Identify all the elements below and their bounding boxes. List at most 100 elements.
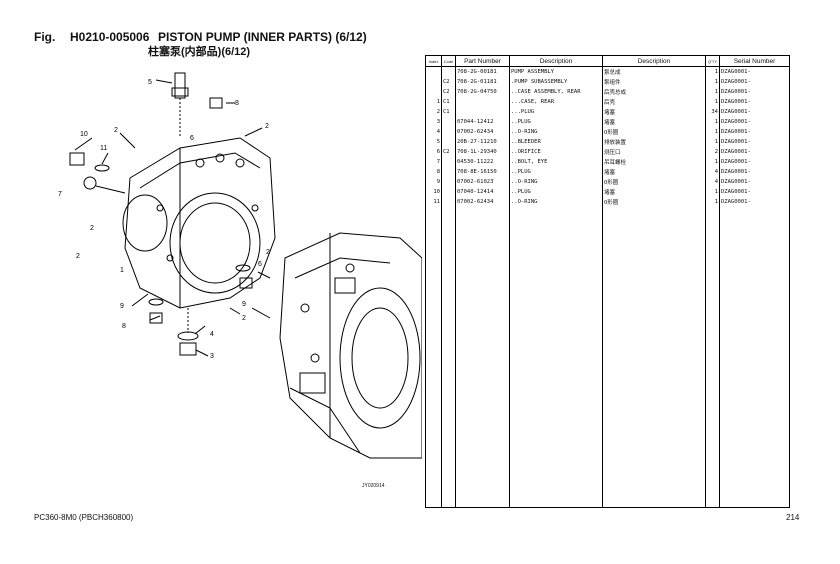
row-serial: DZAG0001-	[719, 77, 790, 87]
row-qty: 1	[705, 97, 720, 107]
row-qty: 1	[705, 157, 720, 167]
callout-2: 2	[114, 127, 118, 134]
col-code: Code	[441, 55, 456, 67]
row-part-number: 07002-62434	[455, 127, 510, 137]
row-qty: 4	[705, 167, 720, 177]
row-index: 4	[425, 127, 442, 137]
row-description: ...CASE, REAR	[509, 97, 603, 107]
row-part-number: 708-2G-04750	[455, 87, 510, 97]
callout-9: 9	[120, 303, 124, 310]
row-description-cn: 后壳总成	[602, 87, 706, 97]
row-part-number: 07044-12412	[455, 117, 510, 127]
col-part-number: Part Number	[455, 55, 510, 67]
callout-11: 11	[100, 145, 107, 152]
row-code	[441, 187, 456, 197]
col-description-cn: Description	[602, 55, 706, 67]
callout-1: 1	[120, 267, 124, 274]
row-qty: 1	[705, 66, 720, 77]
row-code: C1	[441, 107, 456, 117]
row-serial: DZAG0001-	[719, 127, 790, 137]
callout-7: 7	[58, 191, 62, 198]
row-description-cn: 测压口	[602, 147, 706, 157]
row-description-cn: 排放装置	[602, 137, 706, 147]
row-description: ..CASE ASSEMBLY, REAR	[509, 87, 603, 97]
row-index: 6	[425, 147, 442, 157]
row-qty: 1	[705, 87, 720, 97]
row-serial: DZAG0001-	[719, 97, 790, 107]
row-serial: DZAG0001-	[719, 117, 790, 127]
row-serial: DZAG0001-	[719, 177, 790, 187]
row-description: ..PLUG	[509, 117, 603, 127]
row-index: 7	[425, 157, 442, 167]
row-description-cn: 堵塞	[602, 117, 706, 127]
page-number: 214	[786, 513, 800, 522]
callout-8b: 8	[122, 323, 126, 330]
row-serial: DZAG0001-	[719, 187, 790, 197]
row-index	[425, 66, 442, 77]
row-qty: 4	[705, 177, 720, 187]
row-qty: 1	[705, 197, 720, 207]
row-index: 9	[425, 177, 442, 187]
row-description: ..ORIFICE	[509, 147, 603, 157]
row-index	[425, 87, 442, 97]
row-part-number	[455, 107, 510, 117]
callout-2c: 2	[90, 225, 94, 232]
row-serial: DZAG0001-	[719, 66, 790, 77]
row-qty: 1	[705, 77, 720, 87]
col-description: Description	[509, 55, 603, 67]
table-header-row: Index Code Part Number Description Descr…	[425, 55, 790, 67]
page-title: PISTON PUMP (INNER PARTS) (6/12)	[158, 30, 367, 44]
row-qty: 1	[705, 187, 720, 197]
row-code	[441, 117, 456, 127]
row-code	[441, 66, 456, 77]
row-code	[441, 167, 456, 177]
callout-2b: 2	[265, 123, 269, 130]
parts-table: Index Code Part Number Description Descr…	[425, 55, 790, 508]
col-qty: Q'TY	[705, 55, 720, 67]
row-description-cn: O形圈	[602, 177, 706, 187]
exploded-view-drawing: 5 8 2 2 10 11 7 2 2 1 2 9 9 8 2 4 3 6 6	[58, 72, 422, 459]
row-part-number: 708-2G-00181	[455, 66, 510, 77]
row-part-number: 07040-12414	[455, 187, 510, 197]
row-description-cn: 后壳	[602, 97, 706, 107]
row-index: 10	[425, 187, 442, 197]
row-serial: DZAG0001-	[719, 157, 790, 167]
row-qty: 34	[705, 107, 720, 117]
row-description-cn: O形圈	[602, 197, 706, 207]
row-part-number: 07002-61023	[455, 177, 510, 187]
row-code: C2	[441, 87, 456, 97]
row-description: ..O-RING	[509, 197, 603, 207]
callout-3: 3	[210, 353, 214, 360]
callout-4: 4	[210, 331, 214, 338]
callout-5: 5	[148, 79, 152, 86]
row-code	[441, 197, 456, 207]
row-code: C2	[441, 77, 456, 87]
row-qty: 1	[705, 117, 720, 127]
callout-8: 8	[235, 100, 239, 107]
row-code	[441, 137, 456, 147]
callout-9b: 9	[242, 301, 246, 308]
row-qty: 1	[705, 127, 720, 137]
row-code: C2	[441, 147, 456, 157]
row-serial: DZAG0001-	[719, 107, 790, 117]
row-part-number: 04530-11222	[455, 157, 510, 167]
row-part-number: 708-2G-01181	[455, 77, 510, 87]
row-description: ..PLUG	[509, 187, 603, 197]
table-filler-row	[425, 207, 790, 508]
row-description: ...PLUG	[509, 107, 603, 117]
row-code	[441, 157, 456, 167]
row-index: 1	[425, 97, 442, 107]
row-part-number: 20B-27-11210	[455, 137, 510, 147]
row-serial: DZAG0001-	[719, 197, 790, 207]
